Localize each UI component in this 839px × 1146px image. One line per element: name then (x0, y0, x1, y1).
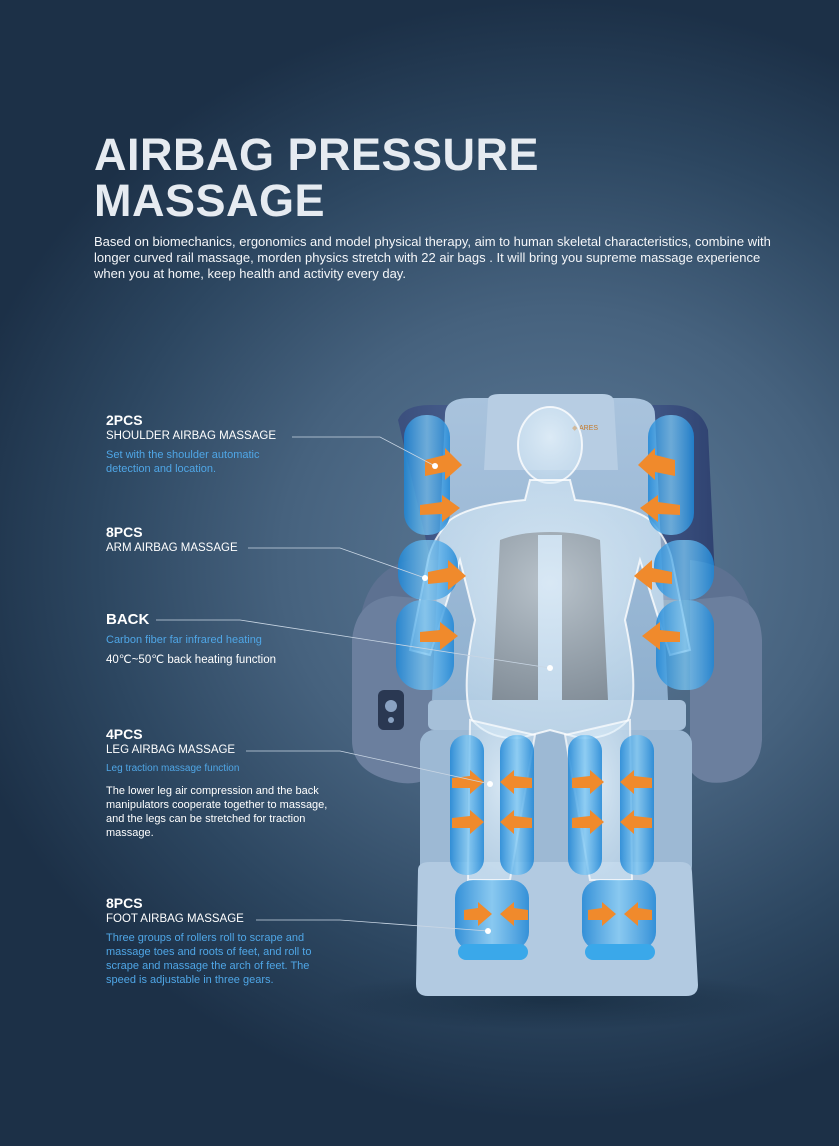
feature-foot-label: FOOT AIRBAG MASSAGE (106, 913, 244, 925)
feature-shoulder-label: SHOULDER AIRBAG MASSAGE (106, 430, 276, 442)
intro-paragraph: Based on biomechanics, ergonomics and mo… (94, 234, 771, 281)
pressure-arrows (420, 448, 680, 926)
feature-shoulder-note: Set with the shoulder automatic detectio… (106, 449, 260, 475)
feature-shoulder-qty: 2PCS (106, 412, 143, 428)
feature-leg-label: LEG AIRBAG MASSAGE (106, 744, 236, 756)
title-line-1: AIRBAG PRESSURE (94, 129, 540, 180)
feature-arm: 8PCS ARM AIRBAG MASSAGE (106, 524, 238, 556)
callout-lines (156, 436, 551, 932)
title-line-2: MASSAGE (94, 175, 326, 226)
feature-foot: 8PCS FOOT AIRBAG MASSAGE Three groups of… (106, 895, 336, 987)
feature-leg-qty: 4PCS (106, 726, 143, 742)
brand-mark: ◆ ARES (572, 425, 598, 432)
feature-leg: 4PCS LEG AIRBAG MASSAGE Leg traction mas… (106, 726, 334, 840)
feature-back: BACK Carbon fiber far infrared heating 4… (106, 611, 276, 668)
feature-arm-label: ARM AIRBAG MASSAGE (106, 542, 238, 554)
arm-airbags (396, 540, 714, 690)
feature-back-qty: BACK (106, 611, 150, 628)
callout-dots (422, 463, 553, 934)
feature-back-label: 40℃~50℃ back heating function (106, 654, 277, 666)
foot-airbags (455, 880, 656, 960)
feature-leg-desc: The lower leg air compression and the ba… (106, 785, 328, 839)
feature-foot-qty: 8PCS (106, 895, 143, 911)
feature-foot-note: Three groups of rollers roll to scrape a… (106, 932, 312, 986)
feature-arm-qty: 8PCS (106, 524, 143, 540)
feature-leg-note: Leg traction massage function (106, 763, 240, 774)
page-title: AIRBAG PRESSURE MASSAGE (94, 132, 539, 224)
feature-shoulder: 2PCS SHOULDER AIRBAG MASSAGE Set with th… (106, 412, 291, 476)
feature-back-note: Carbon fiber far infrared heating (106, 634, 262, 646)
leg-airbags (450, 735, 654, 875)
